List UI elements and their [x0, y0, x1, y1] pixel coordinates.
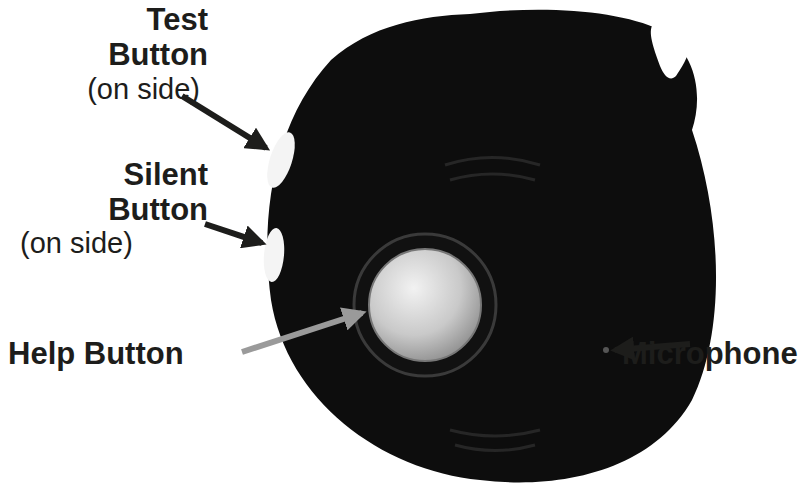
leader-arrow [205, 224, 262, 243]
callout-label: Silent Button [60, 157, 208, 227]
callout-note: (on side) [20, 226, 180, 261]
help-button-ring [354, 234, 496, 376]
callout-label: Help Button [8, 336, 248, 371]
microphone-hole [603, 347, 609, 353]
callout-label: Test Button [60, 2, 208, 72]
emboss-line [445, 158, 540, 166]
callout-note: (on side) [40, 72, 200, 107]
callout-label: Microphone [622, 336, 811, 371]
device-body [267, 10, 716, 483]
help-button-shape [369, 249, 481, 361]
silent-button-shape [262, 227, 287, 283]
leader-arrow [242, 313, 362, 352]
emboss-line [450, 430, 540, 436]
emboss-line [450, 174, 535, 180]
emboss-line [455, 445, 535, 451]
lanyard-hole [651, 23, 691, 78]
test-button-shape [262, 129, 301, 191]
